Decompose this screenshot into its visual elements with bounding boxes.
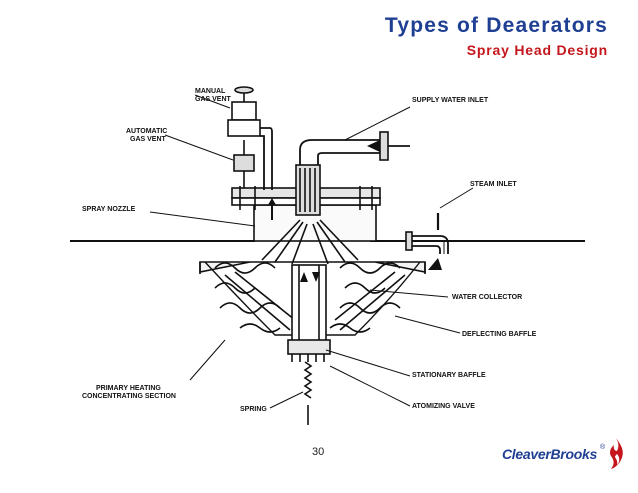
page-number: 30 (312, 446, 325, 458)
label-steam-inlet: STEAM INLET (470, 181, 517, 188)
label-stationary-baffle: STATIONARY BAFFLE (412, 372, 486, 379)
label-primary-heating: PRIMARY HEATING (96, 385, 161, 392)
label-spray-nozzle: SPRAY NOZZLE (82, 206, 136, 213)
slide-title: Types of Deaerators (384, 14, 608, 37)
label-supply-water-inlet: SUPPLY WATER INLET (412, 97, 489, 104)
logo-text: CleaverBrooks (502, 446, 597, 462)
label-atomizing-valve: ATOMIZING VALVE (412, 403, 475, 410)
label-manual-gas-vent: MANUAL (195, 88, 226, 95)
label-automatic-gas-vent-2: GAS VENT (130, 136, 167, 143)
cleaverbrooks-logo: CleaverBrooks ® (502, 436, 628, 472)
label-automatic-gas-vent: AUTOMATIC (126, 128, 167, 135)
label-deflecting-baffle: DEFLECTING BAFFLE (462, 331, 537, 338)
label-manual-gas-vent-2: GAS VENT (195, 96, 232, 103)
label-spring: SPRING (240, 406, 267, 413)
flame-icon (610, 438, 623, 469)
slide-subtitle: Spray Head Design (466, 42, 608, 58)
label-water-collector: WATER COLLECTOR (452, 294, 522, 301)
label-concentrating-section: CONCENTRATING SECTION (82, 393, 176, 400)
logo-registered-mark: ® (600, 444, 606, 451)
